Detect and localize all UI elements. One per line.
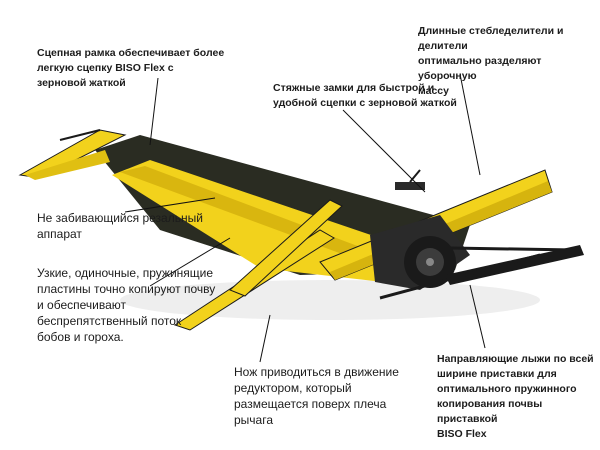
- trough-shade: [120, 166, 400, 268]
- callout-hitch-frame: Сцепная рамка обеспечивает более легкую …: [37, 47, 225, 89]
- leader-dividers: [459, 73, 481, 176]
- clamp-lock: [395, 182, 425, 190]
- leader-cutter: [124, 197, 216, 213]
- callout-knife-drive: Нож приводиться в движение редуктором, к…: [234, 365, 399, 427]
- guide-ski-rear: [445, 245, 584, 285]
- leader-fingers: [149, 237, 231, 287]
- guide-rail: [449, 246, 576, 252]
- left-divider-rod: [59, 129, 101, 141]
- leader-drive: [259, 314, 271, 363]
- leader-locks: [342, 109, 426, 193]
- callout-long-dividers: Длинные стебледелители и делители оптима…: [418, 25, 564, 97]
- left-divider-face: [25, 150, 110, 180]
- callout-spring-plates: Узкие, одиночные, пружинящие пластины то…: [37, 266, 216, 344]
- callout-guide-skis: Направляющие лыжи по всей ширине пристав…: [437, 353, 594, 440]
- ground-shadow: [120, 280, 540, 320]
- leader-frame: [149, 77, 159, 146]
- clamp-handle: [409, 169, 421, 183]
- drive-axle: [426, 258, 434, 266]
- front-lifter-2: [229, 199, 343, 297]
- leader-skis: [469, 284, 486, 349]
- callout-turnbuckle-locks: Стяжные замки для быстрой и удобной сцеп…: [273, 82, 457, 109]
- callout-cutter-bar: Не забивающийся резальный аппарат: [37, 211, 203, 241]
- guide-ski-low: [379, 253, 541, 300]
